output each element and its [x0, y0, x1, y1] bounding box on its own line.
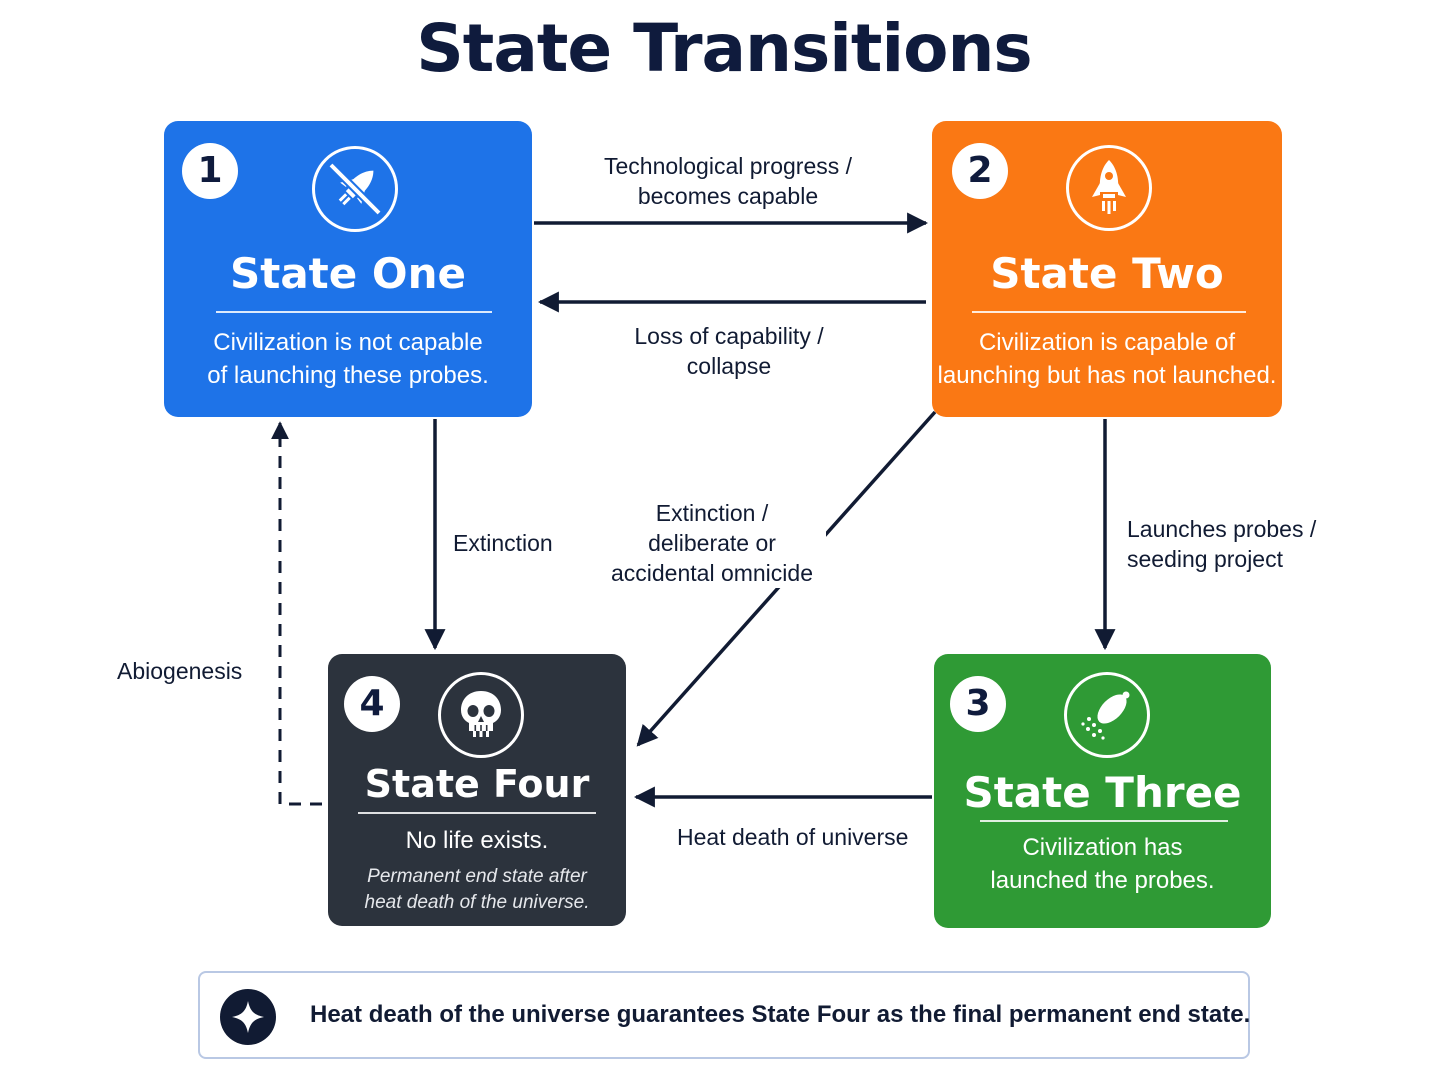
state-name: State Three — [963, 768, 1242, 817]
label-one-to-four: Extinction — [453, 530, 553, 556]
sparkle-icon — [220, 989, 276, 1045]
satellite-dish-icon — [1064, 672, 1150, 758]
state-description: Civilization is capable of launching but… — [937, 329, 1277, 389]
label-one-to-two: Technological progress / becomes capable — [603, 153, 853, 209]
state-name: State One — [230, 249, 466, 298]
state-description: Civilization is not capable of launching… — [207, 329, 489, 389]
state-number-badge: 2 — [952, 143, 1008, 199]
summary-note-text: Heat death of the universe guarantees St… — [310, 1001, 1251, 1028]
state-one-card: 1 State One Civilization is not capable … — [164, 121, 532, 417]
state-number-badge: 1 — [182, 143, 238, 199]
divider — [972, 311, 1246, 313]
page-title: State Transitions — [416, 10, 1032, 87]
state-number-badge: 3 — [950, 676, 1006, 732]
divider — [980, 820, 1228, 822]
divider — [216, 311, 492, 313]
state-detail: Permanent end state after heat death of … — [364, 866, 590, 913]
state-number-badge: 4 — [344, 676, 400, 732]
state-four-card: 4 State Four No life exists. Permanent e… — [328, 654, 626, 926]
state-two-card: 2 State Two Civilization is capable of l… — [932, 121, 1282, 417]
arrow-four-to-one — [271, 421, 322, 806]
state-three-card: 3 State Three Civilization has launched … — [934, 654, 1271, 928]
rocket-icon — [1066, 145, 1152, 231]
label-four-to-one: Abiogenesis — [117, 658, 243, 684]
state-name: State Four — [364, 762, 590, 806]
state-name: State Two — [990, 249, 1224, 298]
state-description: Civilization has launched the probes. — [990, 834, 1215, 894]
label-two-to-four: Extinction / deliberate or accidental om… — [598, 498, 826, 588]
label-two-to-three: Launches probes / seeding project — [1127, 516, 1317, 572]
state-description: No life exists. — [405, 827, 549, 854]
summary-note: Heat death of the universe guarantees St… — [198, 971, 1250, 1059]
divider — [358, 812, 596, 814]
label-three-to-four: Heat death of universe — [677, 824, 909, 850]
no-rocket-icon — [312, 146, 398, 232]
label-two-to-one: Loss of capability / collapse — [634, 323, 824, 379]
skull-icon — [438, 672, 524, 758]
